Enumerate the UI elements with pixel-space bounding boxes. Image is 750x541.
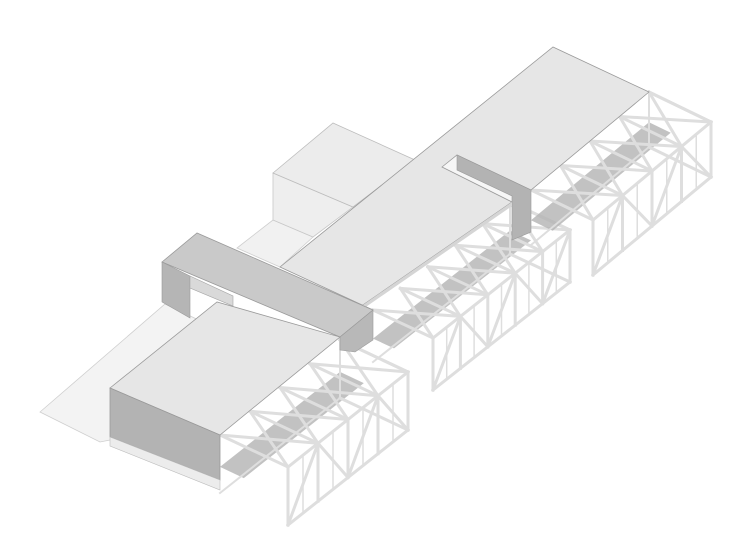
roof-diagonal-brace [480,221,518,276]
roof-cross-beam [248,409,320,446]
left-block-base [109,436,221,491]
interior-walkway [373,230,531,349]
interior-walkway [531,122,671,231]
middle-roof-edge-face [360,202,512,311]
bridge-inner-dark [161,261,191,319]
bridge-block [161,232,374,353]
roof-cross-beam [398,286,463,319]
roof-cross-beam [558,163,625,198]
roof-cross-beam [308,361,380,398]
back-bottom-beam [218,396,342,495]
roof-diagonal-brace [617,114,655,174]
roof-diagonal-brace [558,163,596,223]
roof-cross-beam [528,187,596,223]
roof-diagonal-brace [425,264,463,319]
roof-diagonal-brace [453,243,490,297]
roof-diagonal-brace [277,385,321,446]
cutout-dark-wall [456,154,532,241]
back-box [272,122,416,238]
left-block [109,301,341,491]
roof-cross-beam [646,89,714,125]
right-truss-module [528,89,714,278]
left-truss-module [218,337,411,528]
end-bottom-beam [338,396,410,432]
roof-diagonal-brace [247,409,291,470]
bridge-inner-light [189,275,234,307]
truss-layer [218,89,714,528]
roof-diagonal-brace [646,89,684,149]
roof-cross-beam [371,308,435,340]
main-roof [279,46,650,311]
roof-diagonal-brace [307,361,351,422]
roof-diagonal-brace [398,286,436,341]
roof-diagonal-brace [587,138,625,198]
back-bottom-beam [529,145,651,247]
roof-cross-beam [218,433,290,469]
roof-cross-beam [587,138,655,174]
bridge-end-face [339,309,374,353]
roof-cross-beam [278,385,350,422]
roof-cross-beam [425,264,490,297]
end-bottom-beam [508,252,572,284]
roof-cross-beam [453,243,518,276]
roof-cross-beam [617,114,684,149]
